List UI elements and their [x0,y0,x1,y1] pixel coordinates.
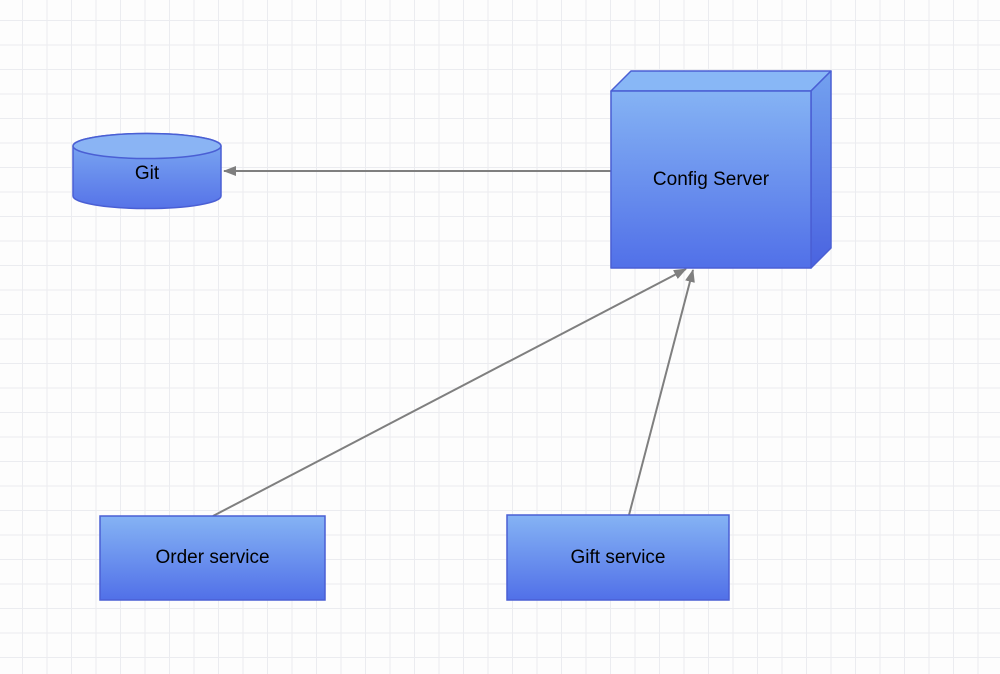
edge-gift-service-to-config-server[interactable] [628,269,695,516]
node-git[interactable] [72,132,222,210]
edge-order-service-to-config-server[interactable] [212,268,687,517]
node-config-server[interactable] [610,70,832,269]
node-gift-service[interactable] [506,514,730,601]
node-order-service[interactable] [99,515,326,601]
